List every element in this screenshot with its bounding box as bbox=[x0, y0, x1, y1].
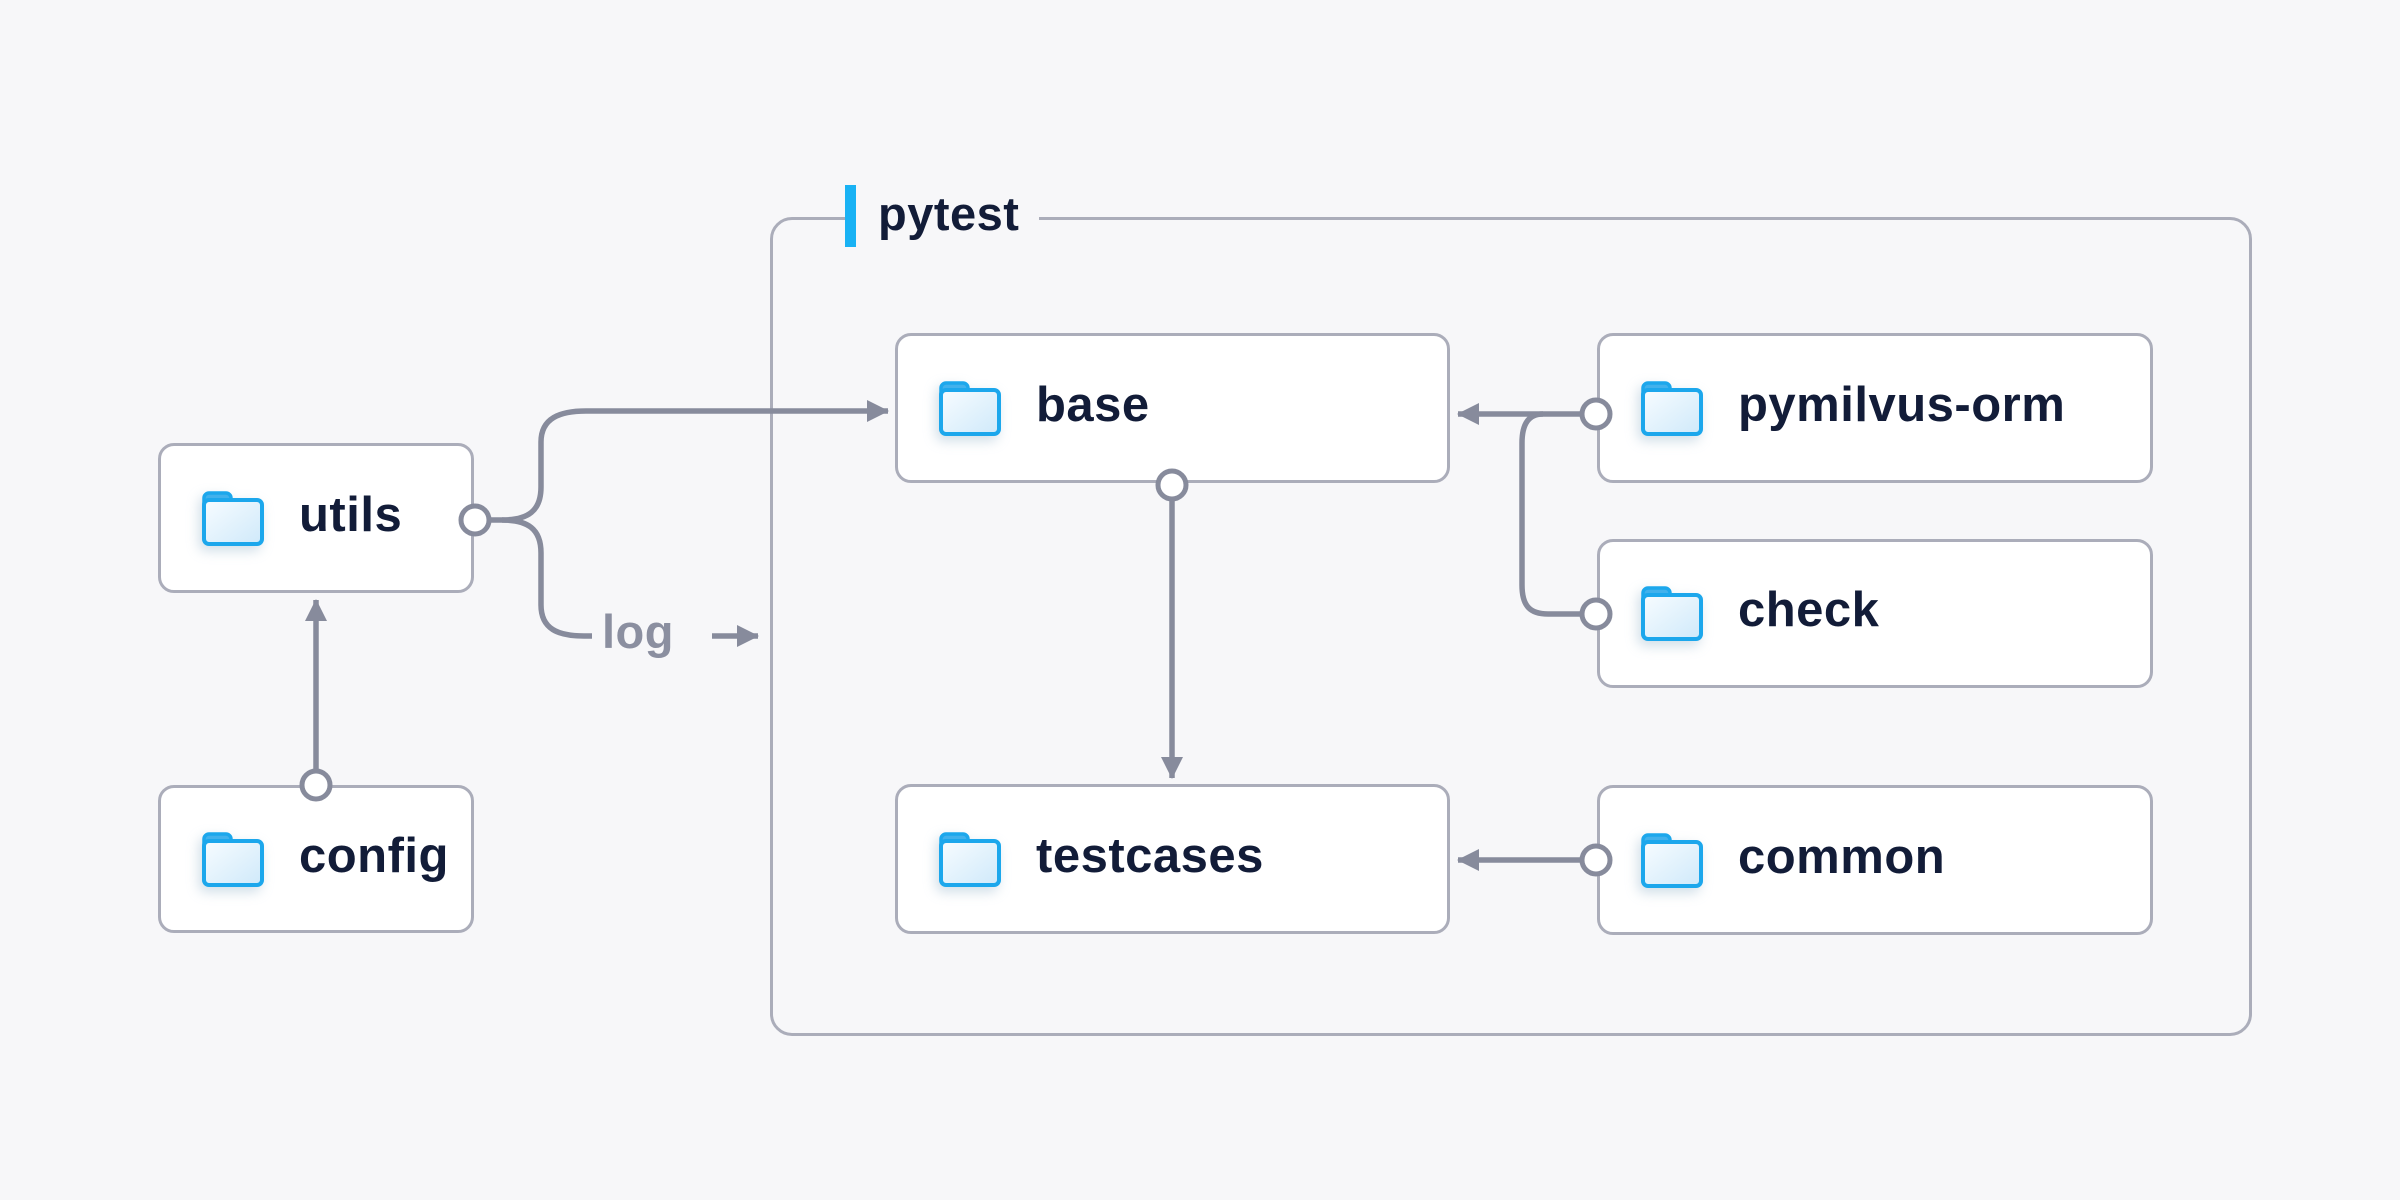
folder-icon bbox=[939, 380, 1001, 436]
node-common: common bbox=[1597, 785, 2153, 935]
pytest-group-label: pytest bbox=[845, 183, 1040, 249]
node-label: base bbox=[1036, 377, 1150, 432]
node-testcases: testcases bbox=[895, 784, 1450, 934]
node-pymilvus-orm: pymilvus-orm bbox=[1597, 333, 2153, 483]
node-label: pymilvus-orm bbox=[1738, 377, 2066, 432]
pytest-group-container bbox=[770, 217, 2252, 1036]
folder-icon bbox=[202, 831, 264, 887]
node-utils: utils bbox=[158, 443, 474, 593]
folder-icon bbox=[202, 490, 264, 546]
node-config: config bbox=[158, 785, 474, 933]
node-check: check bbox=[1597, 539, 2153, 688]
node-label: check bbox=[1738, 583, 1880, 637]
node-label: testcases bbox=[1036, 828, 1264, 883]
folder-icon bbox=[939, 831, 1001, 887]
group-title: pytest bbox=[878, 186, 1020, 240]
edge-utils-log bbox=[501, 517, 592, 639]
folder-icon bbox=[1641, 586, 1703, 641]
folder-icon bbox=[1641, 380, 1703, 436]
edge-label-log: log bbox=[602, 605, 674, 658]
folder-icon bbox=[1641, 832, 1703, 888]
node-label: utils bbox=[299, 487, 403, 542]
node-base: base bbox=[895, 333, 1450, 483]
node-label: config bbox=[299, 828, 449, 883]
accent-bar bbox=[845, 185, 856, 247]
node-label: common bbox=[1738, 829, 1946, 884]
